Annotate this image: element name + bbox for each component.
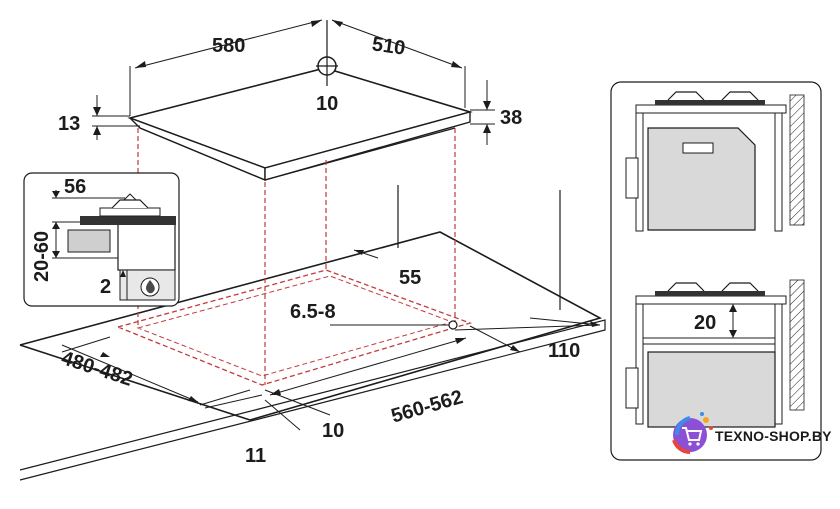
- dim-front-offset-11: 11: [245, 445, 266, 467]
- dim-hob-height: 38: [500, 107, 522, 129]
- drawer-variant-diagram: [625, 282, 787, 428]
- dim-top-clearance: 56: [64, 176, 86, 198]
- top-dimension-lines: [129, 19, 466, 116]
- shopping-cart-icon: [682, 427, 703, 446]
- dim-front-offset-10: 10: [322, 420, 344, 442]
- flame-icon: [146, 280, 155, 294]
- oven-variant-diagram: [625, 91, 787, 232]
- dim-rear-clearance: 110: [548, 340, 580, 362]
- thickness-dimension-lines: [92, 80, 495, 145]
- dim-glass-thickness: 13: [58, 113, 80, 135]
- dim-separator-gap: 20: [694, 312, 716, 334]
- dim-hob-depth: 510: [371, 33, 407, 59]
- dim-gas-inlet-offset: 10: [316, 93, 338, 115]
- cutout-dimension-lines: [61, 249, 601, 431]
- dim-worktop-thickness: 20-60: [31, 231, 53, 282]
- dim-gap: 2: [100, 276, 111, 298]
- dim-hob-width: 580: [212, 35, 245, 57]
- dim-cutout-depth: 480-482: [59, 347, 136, 391]
- dim-screw-hole: 6.5-8: [290, 301, 336, 323]
- dim-cutout-radius: 55: [399, 267, 421, 289]
- left-inset-panel: [23, 172, 180, 307]
- gas-inlet-marker: [316, 20, 338, 86]
- dim-cutout-width: 560-562: [389, 386, 466, 427]
- watermark-text: TEXNO-SHOP.BY: [715, 428, 832, 444]
- hob-body: [127, 67, 473, 182]
- worktop: [19, 185, 606, 481]
